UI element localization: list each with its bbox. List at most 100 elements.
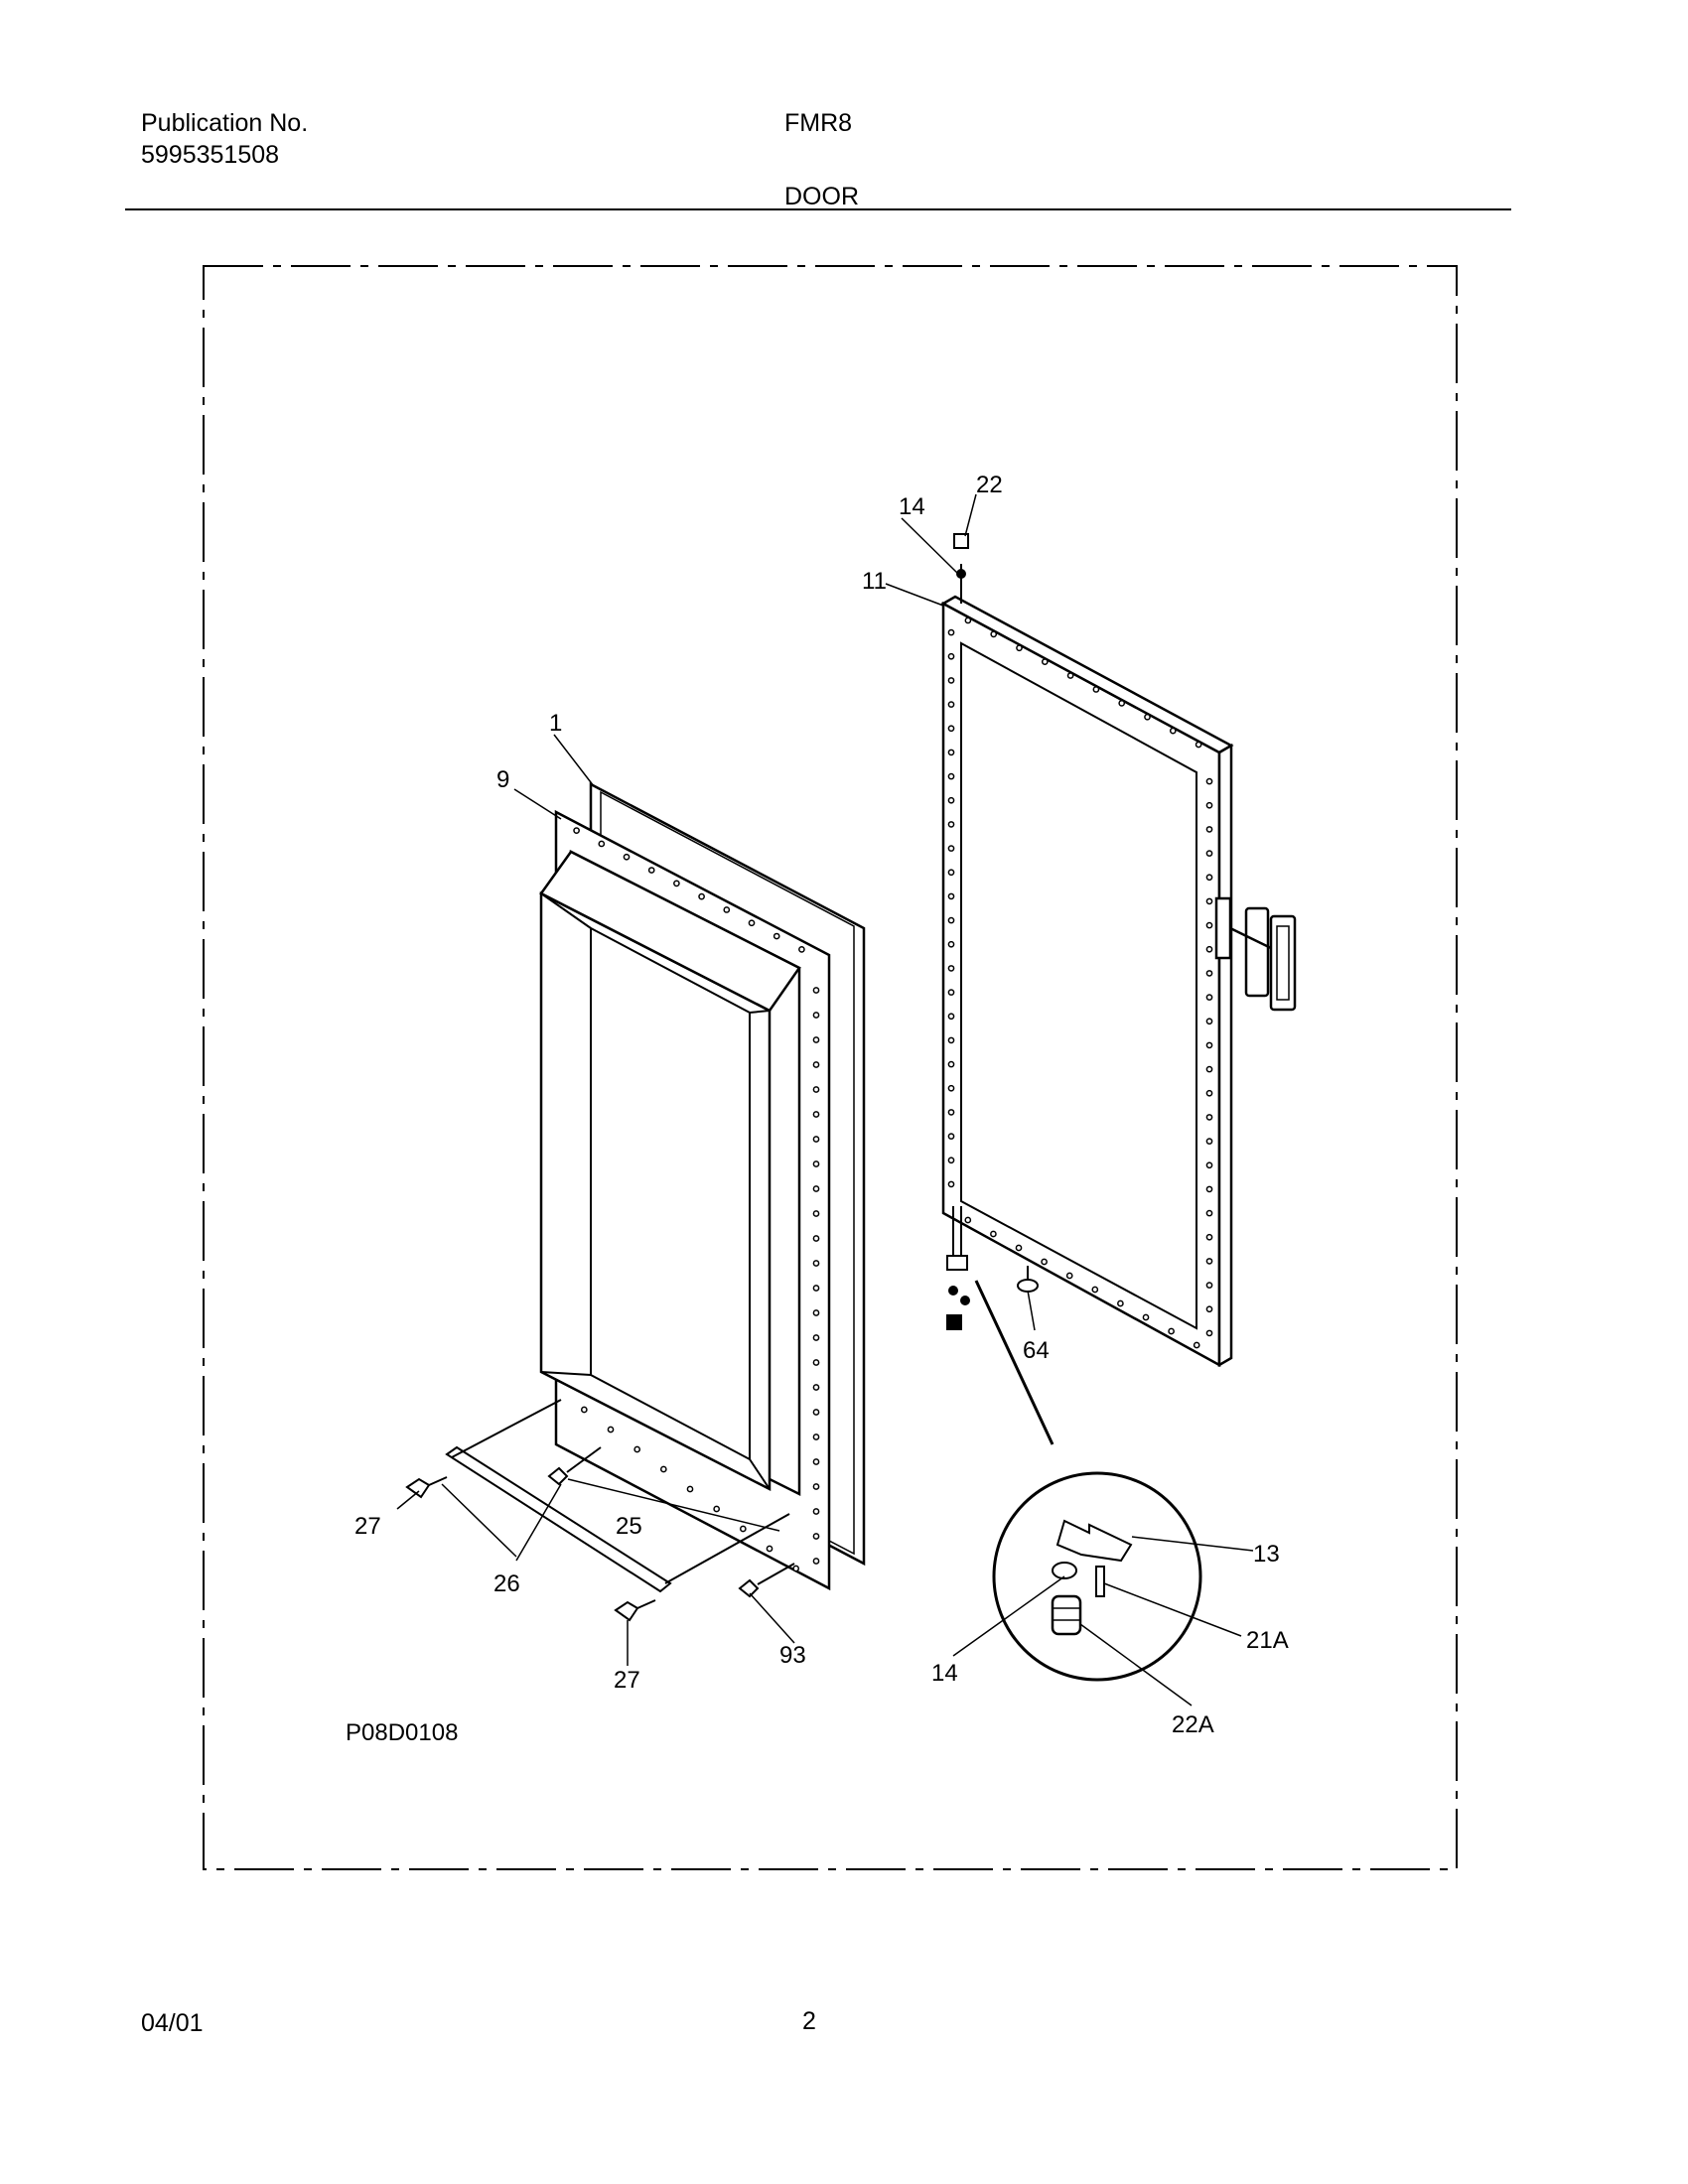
callout-13: 13 [1253,1541,1280,1568]
screw-hole [798,946,805,953]
screw-hole [812,1508,820,1515]
screw-hole [947,869,955,877]
screw-hole [573,827,580,835]
inner-liner-screw-holes [573,827,820,1572]
screw-hole [812,1359,820,1366]
screw-hole [947,1180,955,1188]
screw-hole [947,892,955,900]
screw-hole [812,1285,820,1292]
screw-hole [1205,1138,1213,1145]
screw-hole [812,1210,820,1217]
screw-hole [812,1558,820,1565]
screw-hole [812,1433,820,1440]
screw-hole [1193,1341,1200,1349]
screw-hole [947,965,955,972]
screw-hole [1205,897,1213,905]
callout-21a: 21A [1246,1627,1289,1654]
screw-hole [812,1483,820,1490]
screw-hole [990,1230,997,1238]
screw-hole [1195,741,1202,749]
screw-hole [947,749,955,756]
section-title: DOOR [784,183,859,210]
screw-hole [812,987,820,994]
screw-hole [947,1036,955,1044]
screw-hole [947,701,955,708]
screw-hole [1205,970,1213,977]
screw-hole [607,1426,615,1433]
screw-hole [1205,1185,1213,1193]
screw-hole [580,1406,588,1414]
screw-hole [686,1485,694,1493]
screw-hole [1066,672,1074,679]
screw-hole [766,1545,774,1553]
screw-hole [1205,801,1213,809]
screw-hole [1041,1258,1048,1266]
screw-hole [947,677,955,684]
callout-14-top: 14 [899,493,925,520]
callout-27-left: 27 [354,1513,381,1540]
screw-hole [773,932,780,940]
callout-22-top: 22 [976,472,1003,498]
screw-hole [812,1136,820,1143]
screw-hole [1205,1041,1213,1049]
screw-hole [1205,850,1213,857]
screw-hole [812,1111,820,1118]
screw-hole [1091,1286,1099,1294]
screw-hole [947,1084,955,1092]
screw-hole [1205,994,1213,1001]
screw-hole [1205,1089,1213,1097]
callout-labels: 22 14 11 1 9 64 13 21A 14 22A 27 25 26 9… [346,472,1289,1746]
screw-hole [947,628,955,636]
screw-hole [947,652,955,660]
callout-11: 11 [862,568,887,595]
screw-hole [1205,1161,1213,1169]
callout-27-bottom: 27 [614,1667,640,1694]
screw-hole [947,845,955,852]
callout-25: 25 [616,1513,642,1540]
screw-hole [1205,1065,1213,1073]
header-rule [125,208,1511,210]
screw-hole [1205,1209,1213,1217]
screw-hole [1205,921,1213,929]
screw-hole [739,1525,747,1533]
callout-1: 1 [549,710,562,737]
outer-door-screw-holes [947,616,1213,1349]
screw-hole [947,1109,955,1116]
screw-hole [1144,713,1151,721]
screw-hole [1092,686,1100,693]
screw-hole [598,840,606,848]
callout-leader-lines [396,493,1254,1706]
screw-hole [947,989,955,996]
screw-hole [1168,1327,1175,1335]
screw-hole [1065,1272,1073,1280]
screw-hole [812,1235,820,1242]
screw-hole [947,916,955,924]
callout-93: 93 [779,1642,806,1669]
screw-hole [1169,727,1177,735]
inner-door-liner [539,809,831,1591]
screw-hole [792,1565,800,1572]
screw-hole [623,853,631,861]
callout-26: 26 [493,1570,520,1597]
screw-hole [1205,874,1213,882]
screw-hole [812,1533,820,1540]
callout-14-detail: 14 [931,1660,958,1687]
screw-hole [1205,1305,1213,1313]
screw-hole [812,1260,820,1267]
screw-hole [812,1334,820,1341]
screw-hole [812,1458,820,1465]
screw-hole [1205,1329,1213,1337]
screw-hole [947,772,955,780]
screw-hole [1205,1282,1213,1289]
screw-hole [1205,1233,1213,1241]
screw-hole [647,867,655,874]
screw-hole [812,1086,820,1093]
screw-hole [964,616,972,624]
screw-hole [947,940,955,948]
callout-9: 9 [496,766,509,793]
screw-hole [947,1013,955,1021]
screw-hole [812,1036,820,1043]
screw-hole [947,1133,955,1140]
screw-hole [633,1445,641,1453]
